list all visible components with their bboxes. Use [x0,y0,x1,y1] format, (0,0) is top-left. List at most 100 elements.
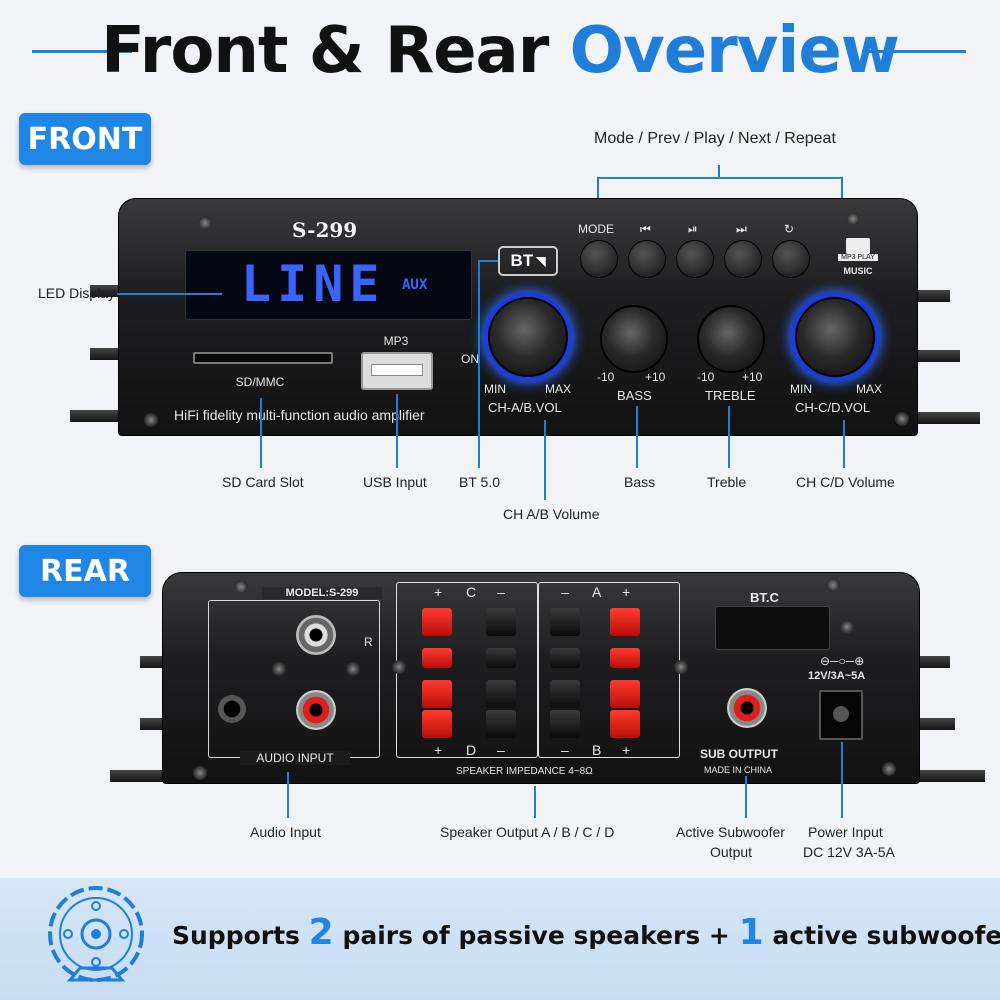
terminal-bottom-left-minus: – [497,742,505,758]
terminal-d-plus-lower [422,710,452,738]
callout-usb-line [396,394,398,468]
terminal-bottom-left-ch: D [466,742,477,758]
terminal-a-minus[interactable] [550,608,580,636]
terminal-d-minus[interactable] [486,680,516,708]
callout-chcd-label: CH C/D Volume [796,474,895,490]
prev-button[interactable] [628,240,666,278]
terminal-bottom-left-plus: + [434,742,443,758]
terminal-top-right-plus: + [622,584,631,600]
callout-buttons-left [597,177,599,217]
callout-treble-label: Treble [707,474,747,490]
bt-badge: BT ◥ [498,246,558,276]
aux-jack[interactable] [218,695,246,723]
screw [895,412,909,426]
screw [144,413,158,427]
callout-sd-label: SD Card Slot [222,474,304,490]
terminal-bottom-right-minus: – [561,742,569,758]
terminal-b-plus[interactable] [610,680,640,708]
title-rule-right [862,50,966,53]
ch-cd-max: MAX [856,382,883,396]
led-text: LINE [241,255,386,313]
callout-buttons-right [841,177,843,215]
terminal-d-plus[interactable] [422,680,452,708]
sd-label: SD/MMC [235,375,285,389]
terminal-bottom-right-plus: + [622,742,631,758]
callout-audio-line [287,772,289,818]
audio-input-frame [208,600,380,758]
model-label: S-299 [292,218,358,242]
callout-buttons-bracket [597,177,843,179]
page-title: Front & Rear Overview [0,14,1000,88]
bass-knob[interactable] [600,305,668,373]
on-label: ON [461,352,479,366]
callout-speaker-line [534,786,536,818]
callout-led-line [117,293,222,295]
repeat-icon: ↻ [784,222,795,236]
sub-output-label: SUB OUTPUT [700,747,778,761]
dc-power-jack[interactable] [819,690,863,740]
terminal-b-minus[interactable] [550,680,580,708]
r-label: R [364,635,373,649]
terminal-top-left-plus: + [434,584,443,600]
mp3-label: MP3 [383,334,409,348]
footer-text-2: pairs of passive speakers + [342,921,730,950]
rca-left-jack[interactable] [296,615,336,655]
screw [234,580,248,594]
terminal-c-minus[interactable] [486,608,516,636]
footer-headline: Supports 2 pairs of passive speakers + 1… [172,912,1000,953]
screw [882,762,896,776]
speaker-terminal-frame-left [396,582,538,758]
callout-power-line [841,742,843,818]
terminal-c-plus[interactable] [422,608,452,636]
callout-sub-label-1: Active Subwoofer [676,824,785,840]
callout-bass-line [636,406,638,468]
terminal-bottom-right-ch: B [592,742,602,758]
terminal-a-plus[interactable] [610,608,640,636]
disc-icon [846,238,870,254]
play-button[interactable] [676,240,714,278]
screw [198,216,212,230]
callout-buttons-label: Mode / Prev / Play / Next / Repeat [594,130,836,147]
treble-min: -10 [697,370,715,384]
dc-label: 12V/3A~5A [808,670,866,682]
mp3-play-label: MP3 PLAY [838,254,878,261]
screw [193,766,207,780]
ch-ab-volume-knob[interactable] [488,297,568,377]
callout-power-label-2: DC 12V 3A-5A [803,844,895,860]
ch-ab-max: MAX [545,382,572,396]
rear-panel [162,572,920,784]
bass-max: +10 [645,370,666,384]
callout-buttons-tick [718,165,720,177]
audio-input-label: AUDIO INPUT [240,751,350,765]
ch-cd-volume-knob[interactable] [795,297,875,377]
rear-model-label: MODEL:S-299 [262,587,382,599]
made-in-label: MADE IN CHINA [704,765,773,775]
treble-knob[interactable] [697,305,765,373]
callout-chcd-line [843,420,845,468]
callout-led-label: LED Display [38,285,116,301]
screw [840,620,854,634]
prev-icon: ⏮ [640,222,651,236]
btc-label: BT.C [750,590,779,605]
usb-port[interactable] [361,352,433,390]
footer-text-3: active subwoofer [772,921,1000,950]
rca-right-jack[interactable] [296,690,336,730]
terminal-a-plus-lower [610,648,640,668]
repeat-button[interactable] [772,240,810,278]
title-dark: Front & Rear [101,14,549,88]
play-pause-icon: ⏯ [688,222,698,236]
usb-tongue [371,364,423,376]
sd-card-slot[interactable] [193,352,333,364]
footer-band [0,878,1000,1000]
title-blue: Overview [569,14,900,88]
rear-fin [905,770,985,782]
speaker-icon [40,882,152,994]
mode-button[interactable] [580,240,618,278]
callout-speaker-label: Speaker Output A / B / C / D [440,824,615,840]
screw [272,662,286,676]
terminal-top-right-ch: A [592,584,602,600]
next-button[interactable] [724,240,762,278]
sub-output-jack[interactable] [727,688,767,728]
mp3-play-badge: MP3 PLAY MUSIC [838,238,878,278]
bt-badge-text: BT [510,251,534,270]
